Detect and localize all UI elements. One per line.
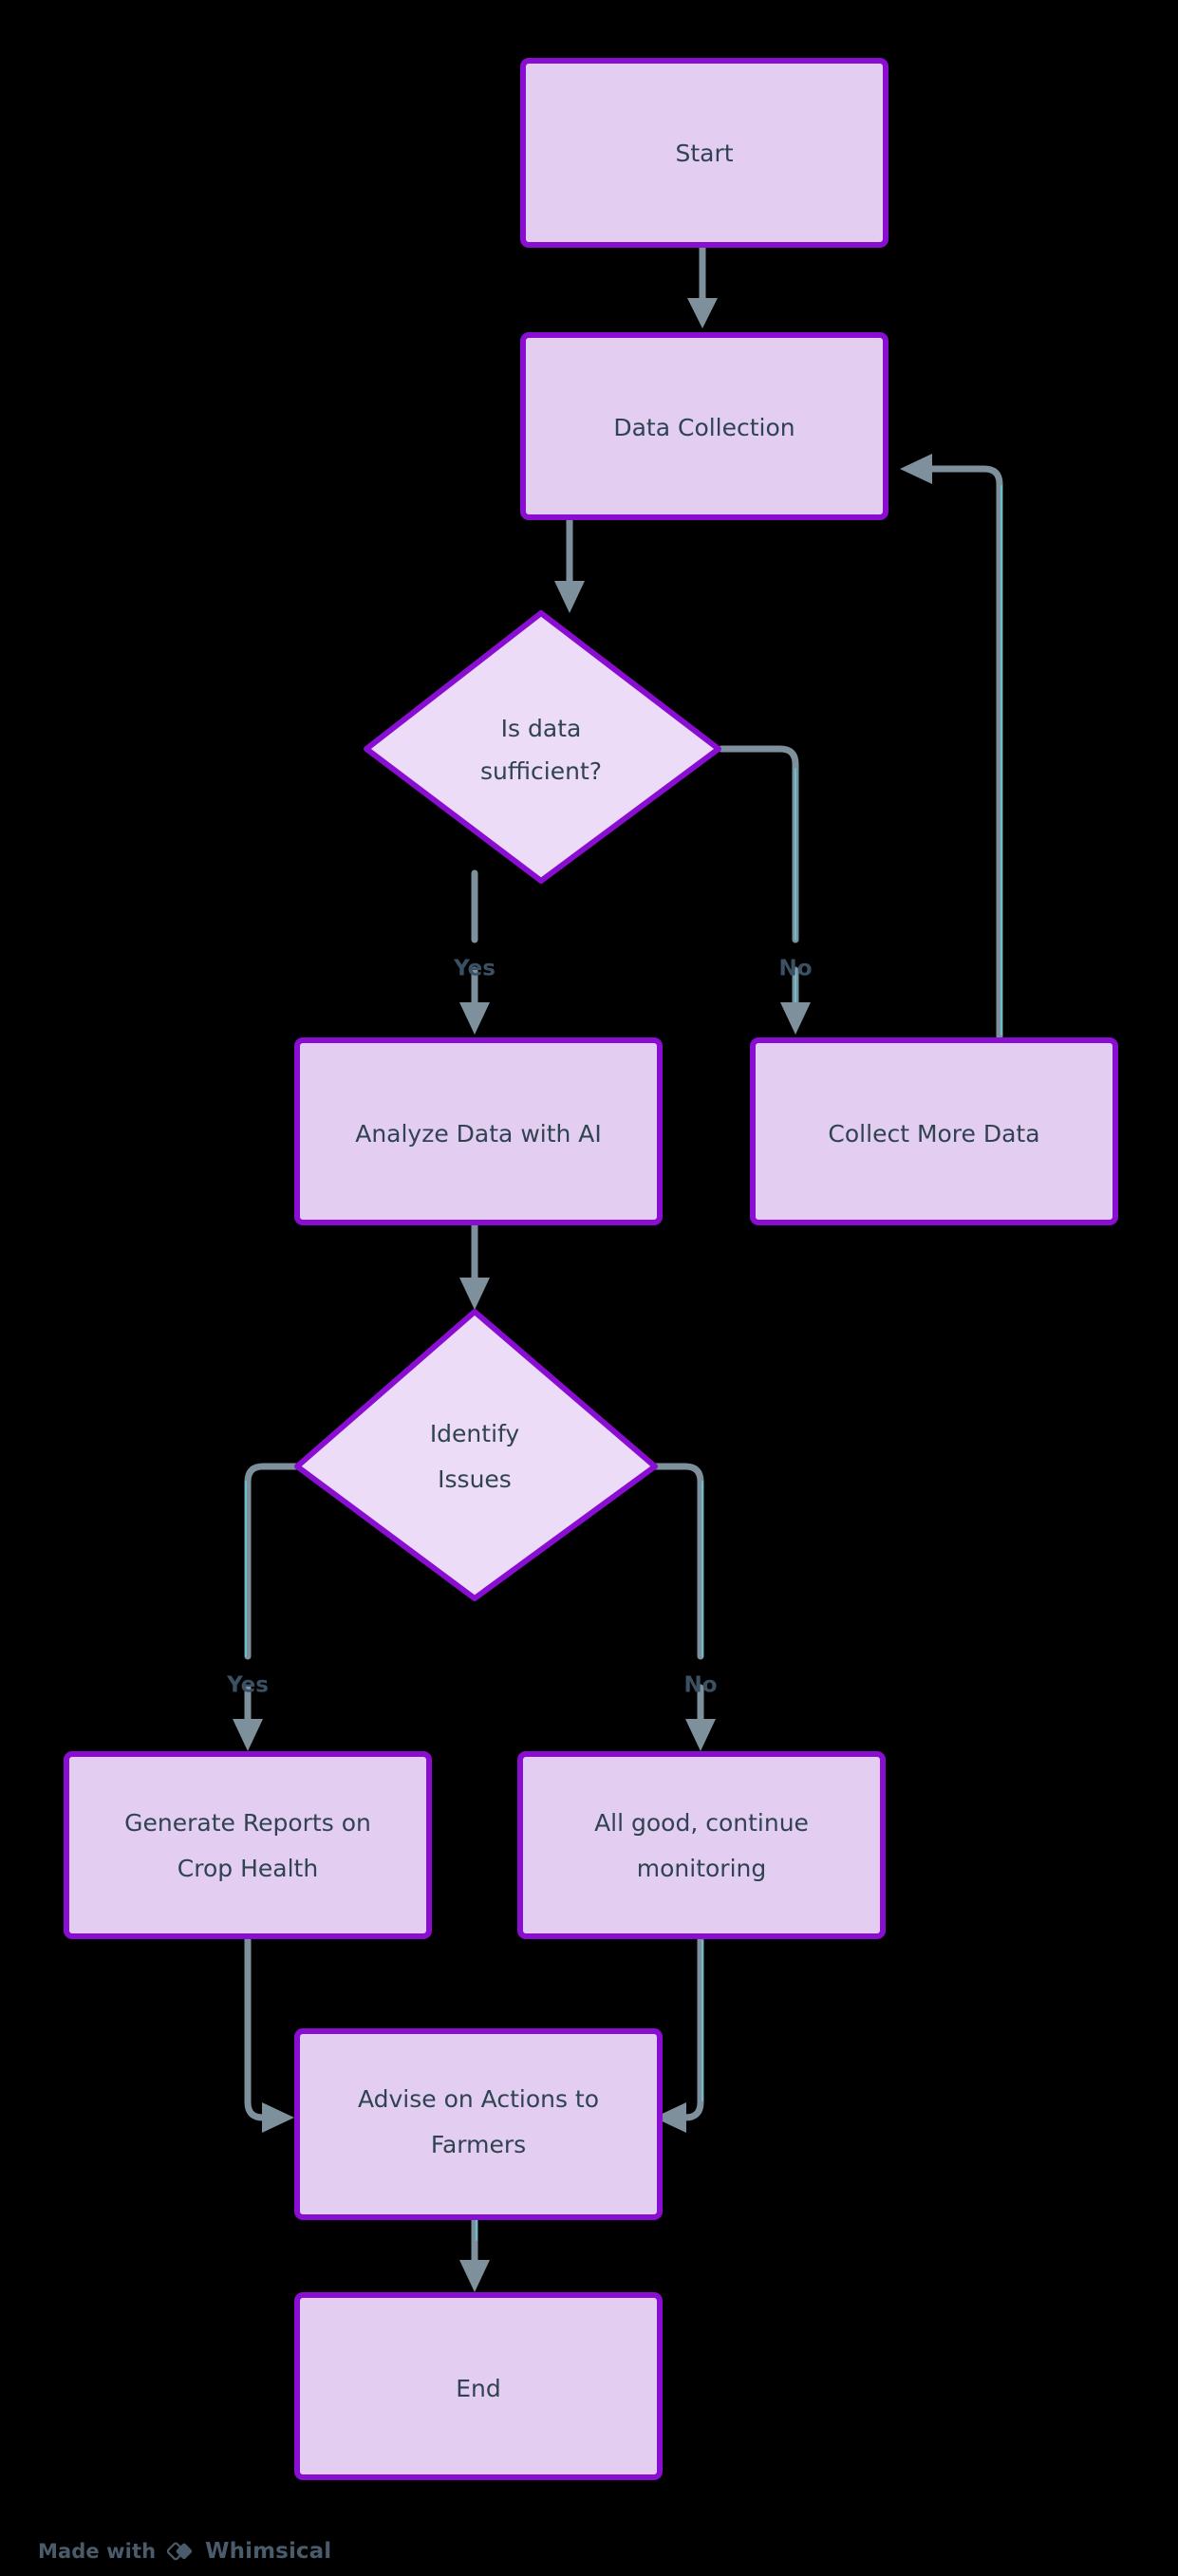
edge-label-sufficient-no: No (778, 957, 812, 981)
node-generate-reports[interactable]: Generate Reports on Crop Health (64, 1751, 432, 1939)
node-end[interactable]: End (294, 2292, 663, 2480)
node-data-collection-label: Data Collection (613, 414, 795, 441)
made-with-label: Made with (38, 2540, 157, 2563)
node-is-data-sufficient-label-line2: sufficient? (480, 757, 602, 785)
whimsical-footer[interactable]: Made with Whimsical (38, 2536, 331, 2567)
node-identify-issues-label-line2: Issues (438, 1465, 512, 1493)
edge-identify-no-to-allgood: No (647, 1463, 718, 1751)
node-analyze-data-with-ai-label: Analyze Data with AI (355, 1120, 602, 1148)
node-advise-label-line1: Advise on Actions to (358, 2085, 599, 2113)
edge-label-identify-yes: Yes (226, 1673, 269, 1698)
node-identify-issues[interactable]: Identify Issues (294, 1309, 658, 1601)
node-generate-reports-label-line1: Generate Reports on (124, 1809, 371, 1837)
edge-sufficient-no-to-more: No (718, 745, 813, 1035)
whimsical-brand-label: Whimsical (205, 2539, 332, 2564)
edge-identify-yes-to-reports: Yes (226, 1463, 301, 1751)
node-end-label: End (456, 2375, 501, 2402)
edge-advise-to-end (459, 2215, 490, 2292)
node-is-data-sufficient[interactable]: Is data sufficient? (364, 610, 721, 884)
node-all-good-continue-monitoring[interactable]: All good, continue monitoring (517, 1751, 886, 1939)
edge-more-to-collect-loop (900, 454, 1003, 1040)
edge-label-sufficient-yes: Yes (453, 957, 496, 981)
node-all-good-label-line1: All good, continue (594, 1809, 809, 1837)
edge-analyze-to-identify (459, 1221, 490, 1310)
node-start[interactable]: Start (520, 58, 888, 248)
node-is-data-sufficient-label-line1: Is data (501, 715, 582, 742)
node-generate-reports-label-line2: Crop Health (178, 1855, 318, 1882)
whimsical-diamonds-icon (166, 2542, 193, 2561)
node-advise-label-line2: Farmers (431, 2131, 526, 2158)
node-all-good-label-line2: monitoring (637, 1855, 766, 1882)
edge-start-to-collect (687, 241, 718, 328)
node-analyze-data-with-ai[interactable]: Analyze Data with AI (294, 1037, 663, 1225)
node-start-label: Start (675, 140, 733, 167)
node-data-collection[interactable]: Data Collection (520, 332, 888, 520)
edges-layer: Yes No (226, 241, 1003, 2292)
edge-reports-to-advise (244, 1935, 294, 2133)
node-collect-more-data-label: Collect More Data (828, 1120, 1039, 1148)
edge-label-identify-no: No (683, 1673, 717, 1698)
edge-allgood-to-advise (654, 1935, 704, 2133)
node-identify-issues-label-line1: Identify (430, 1420, 520, 1447)
node-advise-on-actions[interactable]: Advise on Actions to Farmers (294, 2028, 663, 2220)
edge-collect-to-sufficient (554, 513, 585, 613)
nodes-layer: Start Data Collection Is data sufficient… (64, 58, 1118, 2480)
edge-sufficient-yes-to-analyze: Yes (453, 869, 496, 1035)
node-collect-more-data[interactable]: Collect More Data (750, 1037, 1118, 1225)
